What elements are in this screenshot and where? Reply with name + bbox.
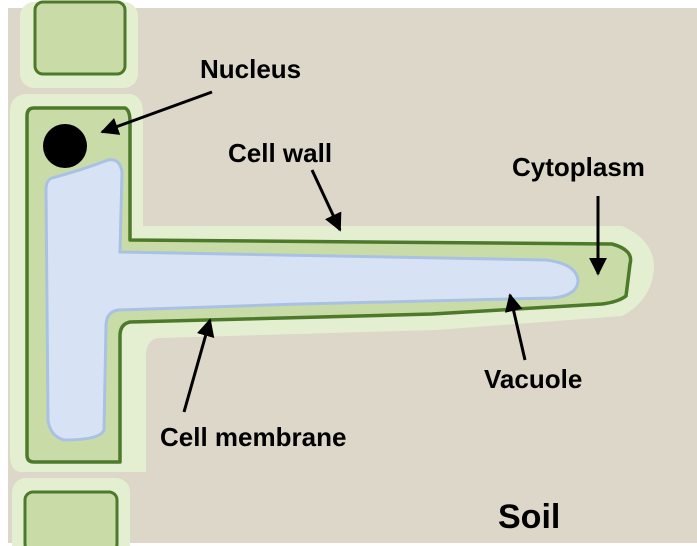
nucleus-label: Nucleus — [200, 54, 301, 84]
vacuole-label: Vacuole — [484, 364, 582, 394]
upper-cell — [35, 2, 125, 74]
cell-wall-label: Cell wall — [228, 138, 332, 168]
soil-label: Soil — [498, 498, 560, 536]
lower-cell — [25, 492, 117, 546]
cytoplasm-label: Cytoplasm — [512, 152, 645, 182]
cell-membrane-label: Cell membrane — [160, 422, 346, 452]
nucleus — [43, 124, 87, 168]
